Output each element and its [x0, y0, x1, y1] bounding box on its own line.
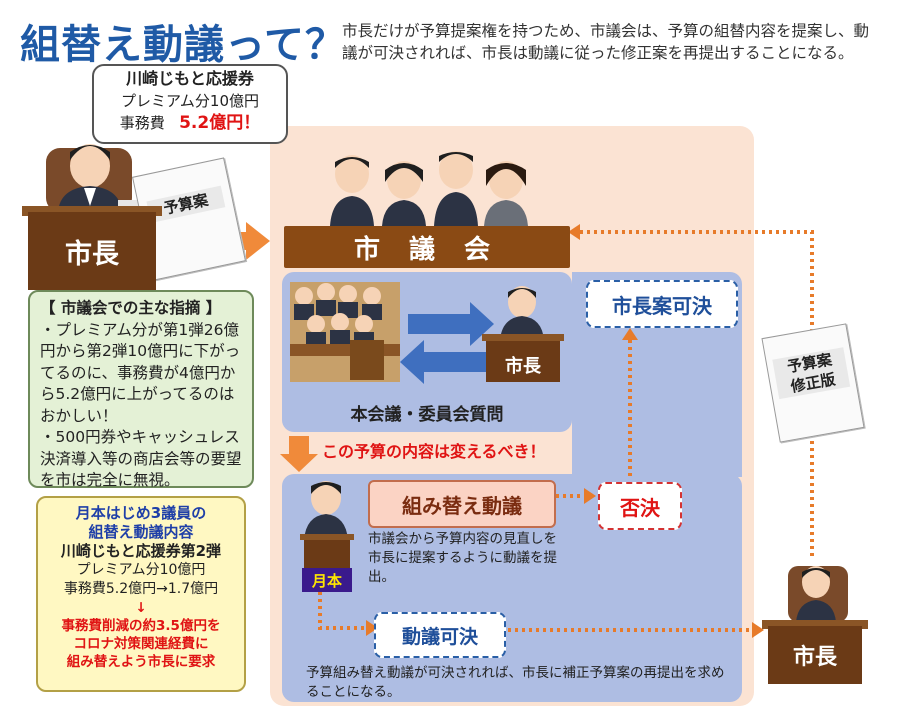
yellow-red3: 組み替えよう市長に要求 [66, 654, 216, 670]
yellow-line2: 組替え動議内容 [88, 523, 194, 541]
motion-passed: 動議可決 [374, 612, 506, 658]
exchange-arrows [400, 302, 494, 384]
passed-description: 予算組み替え動議が可決されれば、市長に補正予算案の再提出を求めることになる。 [306, 665, 725, 700]
mayor-desk-right-top [762, 620, 868, 629]
mayor-small-label: 市長 [505, 356, 541, 377]
tsukimoto-label: 月本 [302, 568, 352, 592]
dotted-flows [318, 230, 814, 632]
voucher-name: 川崎じもと応援券 [126, 69, 254, 88]
motion-content-box: 月本はじめ3議員の 組替え動議内容 川崎じもと応援券第2弾 プレミアム分10億円… [36, 496, 246, 692]
plenary-figure [290, 282, 400, 382]
premium-amount: プレミアム分10億円 [120, 92, 260, 110]
intro-text: 市長だけが予算提案権を持つため、市議会は、予算の組替内容を提案し、動議が可決され… [342, 22, 870, 62]
yellow-red2: コロナ対策関連経費に [73, 636, 209, 652]
arrow-down [280, 436, 318, 472]
yellow-line3: 川崎じもと応援券第2弾 [60, 542, 222, 560]
admin-cost-label: 事務費 [119, 114, 165, 132]
points-heading: 【 市議会での主な指摘 】 [40, 299, 222, 317]
rejected-box: 否決 [598, 482, 682, 530]
yellow-arrow: ↓ [135, 600, 147, 616]
mayor-right-figure [788, 566, 848, 622]
change-text: この予算の内容は変えるべき！ [322, 442, 546, 461]
yellow-line4: プレミアム分10億円 [76, 562, 206, 578]
budget-callout: 川崎じもと応援券 プレミアム分10億円 事務費 5.2億円！ [92, 64, 288, 144]
tsukimoto-figure [300, 481, 354, 568]
revised-budget-document: 予算案 修正版 [761, 323, 865, 443]
motion-description: 市議会から予算内容の見直しを市長に提案するように動議を提出。 [368, 531, 557, 585]
page-title: 組替え動議って？ [20, 22, 346, 68]
mayor-small-figure [482, 286, 564, 382]
mayor-left-figure [46, 144, 138, 212]
admin-cost-value: 5.2億円！ [179, 113, 261, 133]
council-members-figure [330, 151, 528, 226]
council-points-box: 【 市議会での主な指摘 】 ・プレミアム分が第1弾26億円から第2弾10億円に下… [28, 290, 254, 489]
council-bar: 市 議 会 [284, 226, 570, 268]
mayor-desk-top [22, 206, 162, 216]
yellow-red1: 事務費削減の約3.5億円を [61, 618, 221, 634]
point-2: ・500円券やキャッシュレス決済導入等の商店会等の要望を市は完全に無視。 [40, 428, 242, 489]
point-1: ・プレミアム分が第1弾26億円から第2弾10億円に下がってるのに、事務費が4億円… [40, 320, 241, 425]
mayor-desk-right: 市長 [768, 626, 862, 684]
budget-document-label: 予算案 [146, 185, 226, 223]
yellow-line5: 事務費5.2億円→1.7億円 [63, 581, 219, 597]
yellow-line1: 月本はじめ3議員の [75, 504, 207, 522]
mayor-plan-passed: 市長案可決 [586, 280, 738, 328]
plenary-label: 本会議・委員会質問 [350, 405, 504, 425]
mayor-desk-left: 市長 [28, 212, 156, 290]
dotted-arrowheads [366, 224, 764, 638]
motion-box: 組み替え動議 [368, 480, 556, 528]
